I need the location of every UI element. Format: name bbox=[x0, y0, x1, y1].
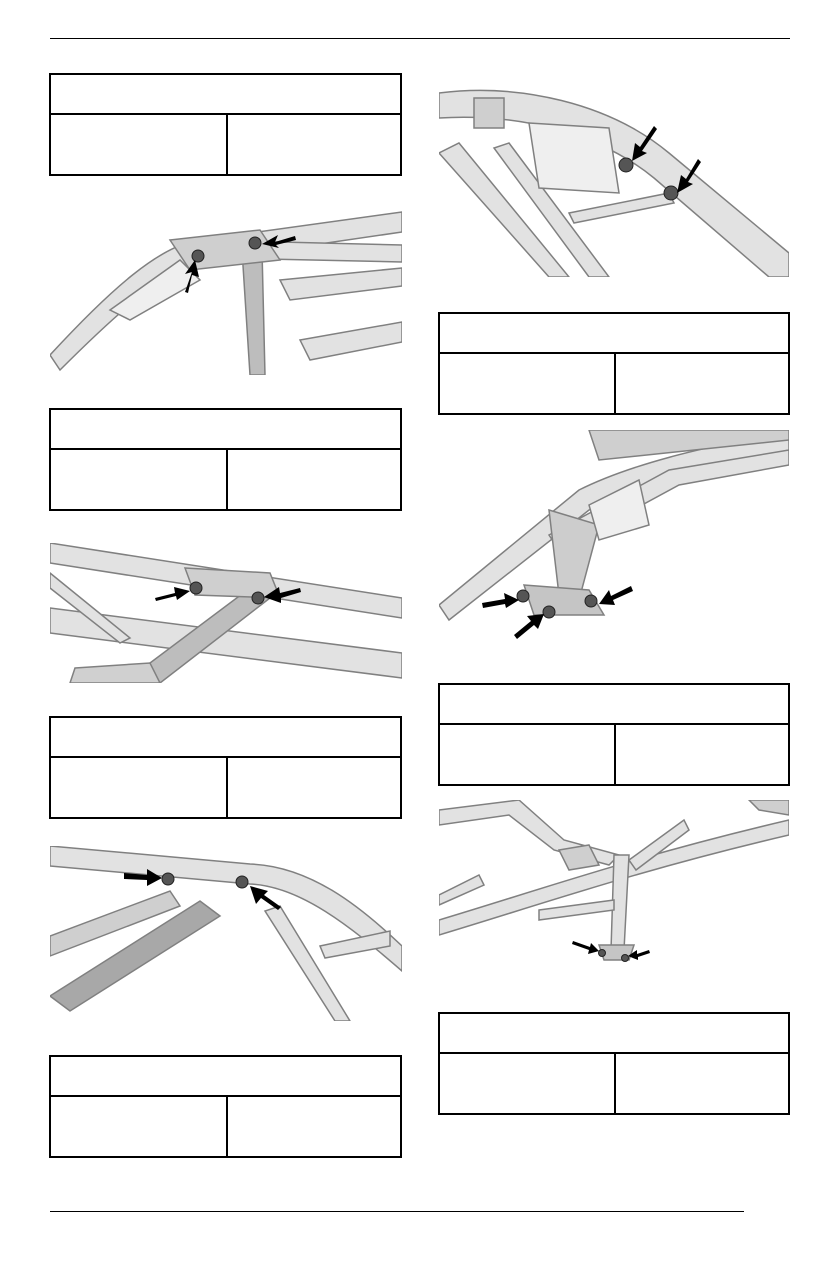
spec-table-right-cell bbox=[228, 450, 400, 509]
spec-table-5 bbox=[438, 312, 790, 415]
spec-table-left-cell bbox=[51, 758, 228, 817]
spec-table-title bbox=[440, 314, 788, 354]
spec-table-right-cell bbox=[616, 725, 788, 784]
spec-table-2 bbox=[49, 408, 402, 511]
spec-table-left-cell bbox=[440, 1054, 616, 1113]
spec-table-title bbox=[51, 718, 400, 758]
spec-table-1 bbox=[49, 73, 402, 176]
spec-table-left-cell bbox=[51, 450, 228, 509]
spec-table-left-cell bbox=[51, 115, 228, 174]
spec-table-title bbox=[51, 410, 400, 450]
spec-table-3 bbox=[49, 716, 402, 819]
spec-table-right-cell bbox=[616, 1054, 788, 1113]
cage-lower-mount-fasteners-illustration bbox=[439, 430, 789, 640]
header-rule bbox=[50, 38, 790, 39]
spec-table-4 bbox=[49, 1055, 402, 1158]
spec-table-title bbox=[51, 1057, 400, 1097]
cage-upper-front-fasteners-illustration bbox=[50, 200, 402, 375]
spec-table-right-cell bbox=[228, 1097, 400, 1156]
spec-table-6 bbox=[438, 683, 790, 786]
spec-table-title bbox=[51, 75, 400, 115]
cage-upper-rear-fasteners-illustration bbox=[439, 83, 789, 277]
spec-table-right-cell bbox=[228, 758, 400, 817]
spec-table-title bbox=[440, 685, 788, 725]
footer-rule bbox=[50, 1211, 744, 1212]
spec-table-right-cell bbox=[616, 354, 788, 413]
cage-center-crossmember-fasteners-illustration bbox=[50, 543, 402, 683]
cage-rear-support-fasteners-illustration bbox=[439, 800, 789, 975]
spec-table-title bbox=[440, 1014, 788, 1054]
spec-table-left-cell bbox=[440, 354, 616, 413]
spec-table-right-cell bbox=[228, 115, 400, 174]
spec-table-left-cell bbox=[440, 725, 616, 784]
spec-table-7 bbox=[438, 1012, 790, 1115]
cage-side-bar-fasteners-illustration bbox=[50, 846, 402, 1021]
spec-table-left-cell bbox=[51, 1097, 228, 1156]
